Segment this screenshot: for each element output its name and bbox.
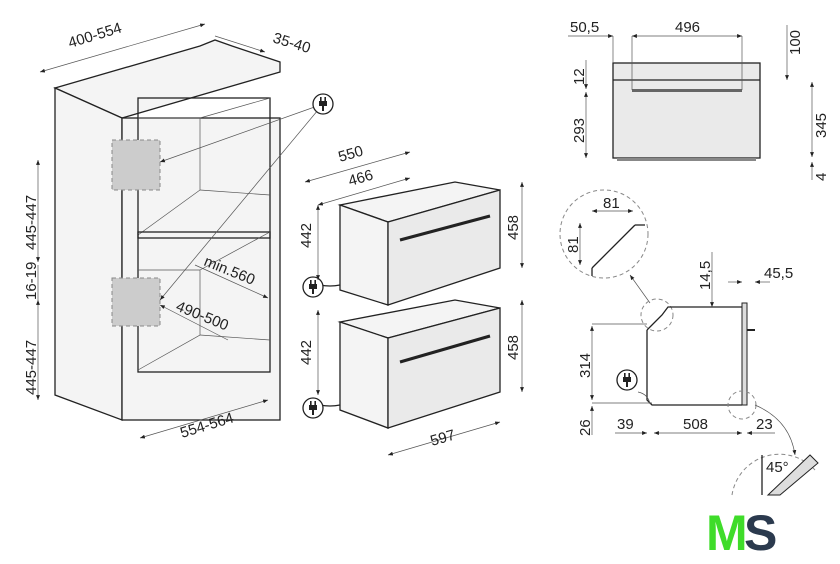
- dim-front-width: 597: [428, 427, 457, 450]
- plug-zone-upper: [111, 139, 161, 191]
- side-view-drawing: 81 81 14,5 45,5 314 26 39 508 23 45°: [559, 189, 819, 496]
- front-view-panel: [612, 62, 761, 159]
- dim-top-gap: 35-40: [271, 30, 313, 57]
- cabinet-side: [54, 86, 123, 421]
- dim-lower-height: 293: [571, 118, 588, 143]
- dim-depth: 508: [683, 416, 708, 433]
- dim-angle: 45°: [766, 459, 789, 476]
- dim-upper-height: 445-447: [23, 195, 40, 250]
- dim-handle-depth: 45,5: [764, 265, 793, 282]
- dim-top-to-handle: 100: [787, 30, 804, 55]
- upper-oven-front: [387, 189, 501, 306]
- ovens-drawing: 550 466 442 458 442 458 597: [298, 143, 524, 456]
- dim-oven-depth-total: 550: [336, 143, 365, 166]
- dim-upper-body-height: 442: [298, 223, 315, 248]
- dim-oven-depth-body: 466: [346, 167, 375, 190]
- dim-door: 23: [756, 416, 773, 433]
- detail-chamfer: [559, 189, 649, 279]
- dim-panel: 12: [571, 68, 588, 85]
- plug-icon: [616, 369, 638, 391]
- dim-bottom: 4: [813, 173, 830, 181]
- dim-foot: 26: [577, 419, 594, 436]
- dim-lower-front-height: 458: [505, 335, 522, 360]
- plug-icon: [302, 397, 324, 419]
- dim-front-height: 345: [813, 113, 830, 138]
- front-view-handle: [632, 89, 742, 92]
- dim-body-height: 314: [577, 353, 594, 378]
- dim-chamfer-height: 81: [565, 236, 582, 253]
- dim-lower-body-height: 442: [298, 340, 315, 365]
- dim-handle-width: 496: [675, 19, 700, 36]
- plug-zone-lower: [111, 277, 161, 327]
- lower-oven-handle: [399, 334, 491, 364]
- plug-icon: [302, 276, 324, 298]
- plug-icon: [312, 93, 334, 115]
- ms-logo: M S: [706, 505, 777, 561]
- cabinet-drawing: 400-554 35-40 445-447 16-19 445-447 min.…: [23, 19, 334, 442]
- dim-top-recess: 14,5: [697, 261, 714, 290]
- dim-gap: 16-19: [23, 262, 40, 300]
- dim-upper-front-height: 458: [505, 215, 522, 240]
- side-door: [741, 302, 748, 406]
- upper-oven-handle: [399, 214, 491, 242]
- svg-text:S: S: [744, 505, 777, 561]
- dim-cabinet-depth: 400-554: [66, 19, 124, 51]
- dim-lower-height: 445-447: [23, 340, 40, 395]
- dim-offset: 50,5: [570, 19, 599, 36]
- front-view-drawing: 50,5 496 100 12 293 345 4: [568, 19, 830, 181]
- dim-chamfer-width: 81: [603, 195, 620, 212]
- svg-text:M: M: [706, 505, 745, 561]
- lower-oven-front: [387, 307, 501, 429]
- dim-rear: 39: [617, 416, 634, 433]
